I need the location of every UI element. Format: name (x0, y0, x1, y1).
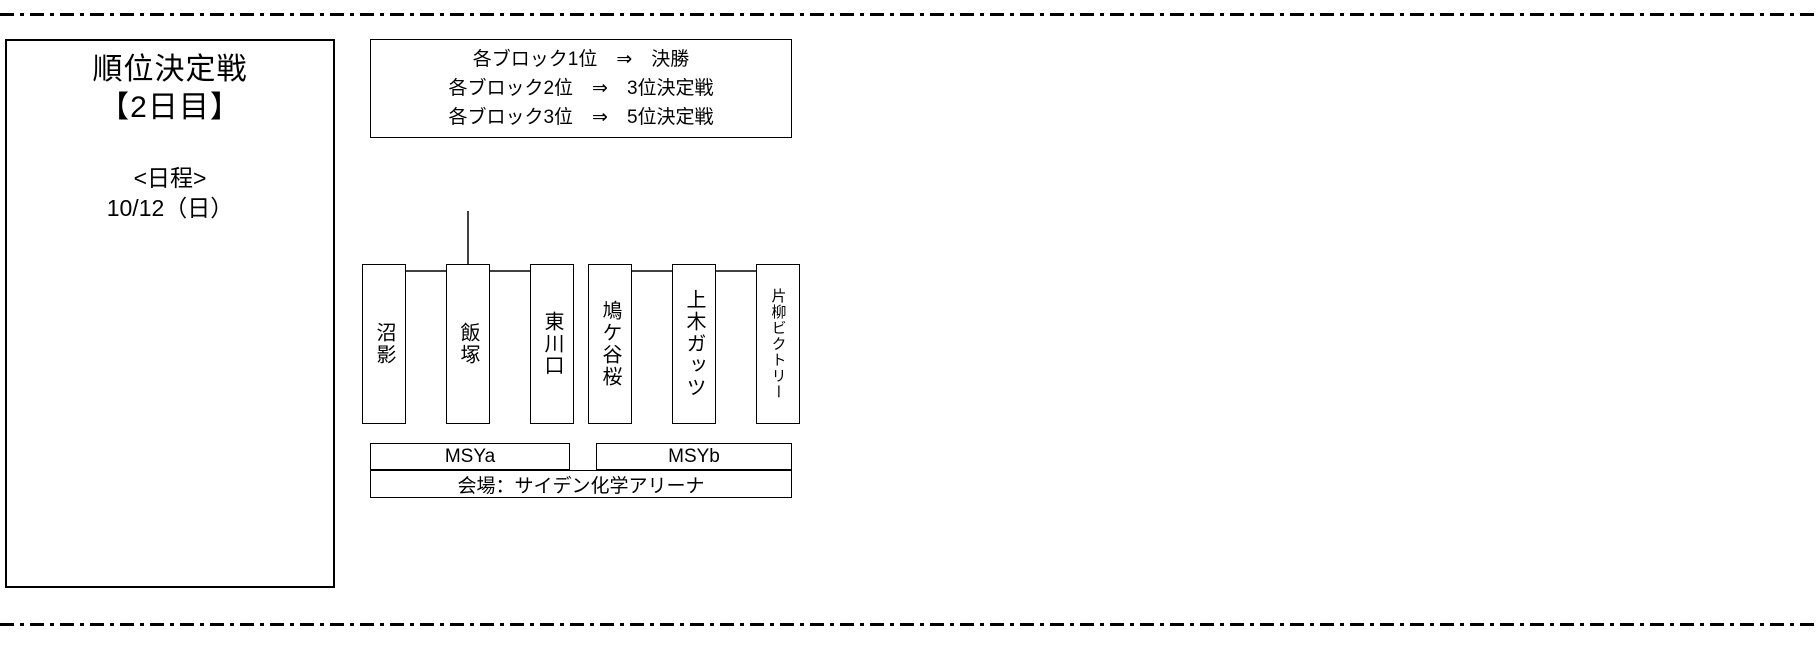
pool-label-msya[interactable]: MSYa (370, 443, 570, 470)
team-name: 鳩ケ谷桜 (599, 300, 621, 388)
page-separator-top (0, 13, 1820, 16)
team-name: 沼影 (373, 322, 395, 366)
team-box[interactable]: 片柳ビクトリー (756, 264, 800, 424)
venue-box: 会場：サイデン化学アリーナ (370, 470, 792, 498)
pool-label-msyb[interactable]: MSYb (596, 443, 792, 470)
team-boxes-row: 沼影 飯塚 東川口 鳩ケ谷桜 上木ガッツ 片柳ビクトリー (362, 264, 800, 429)
bracket-area: 各ブロック1位 ⇒ 決勝 各ブロック2位 ⇒ 3位決定戦 各ブロック3位 ⇒ 5… (362, 39, 800, 559)
info-panel-schedule-label: <日程> (133, 165, 207, 191)
info-panel-schedule-date: 10/12（日） (106, 195, 234, 221)
advancement-rule-line-1: 各ブロック1位 ⇒ 決勝 (472, 49, 690, 70)
info-panel-title-line2: 【2日目】 (99, 91, 241, 124)
pool-labels-row: MSYa MSYb (370, 443, 795, 470)
team-name: 東川口 (541, 311, 563, 377)
page-separator-bottom (0, 623, 1820, 626)
team-box[interactable]: 鳩ケ谷桜 (588, 264, 632, 424)
info-panel-title-line1: 順位決定戦 (92, 53, 248, 86)
advancement-rules-box: 各ブロック1位 ⇒ 決勝 各ブロック2位 ⇒ 3位決定戦 各ブロック3位 ⇒ 5… (370, 39, 792, 138)
advancement-rule-line-2: 各ブロック2位 ⇒ 3位決定戦 (448, 78, 714, 99)
advancement-rule-line-3: 各ブロック3位 ⇒ 5位決定戦 (448, 107, 714, 128)
team-box[interactable]: 東川口 (530, 264, 574, 424)
team-box[interactable]: 飯塚 (446, 264, 490, 424)
team-name: 片柳ビクトリー (769, 288, 787, 400)
team-name: 上木ガッツ (683, 289, 705, 399)
info-panel: 順位決定戦 【2日目】 <日程> 10/12（日） (5, 39, 335, 588)
team-box[interactable]: 沼影 (362, 264, 406, 424)
team-box[interactable]: 上木ガッツ (672, 264, 716, 424)
team-name: 飯塚 (457, 322, 479, 366)
